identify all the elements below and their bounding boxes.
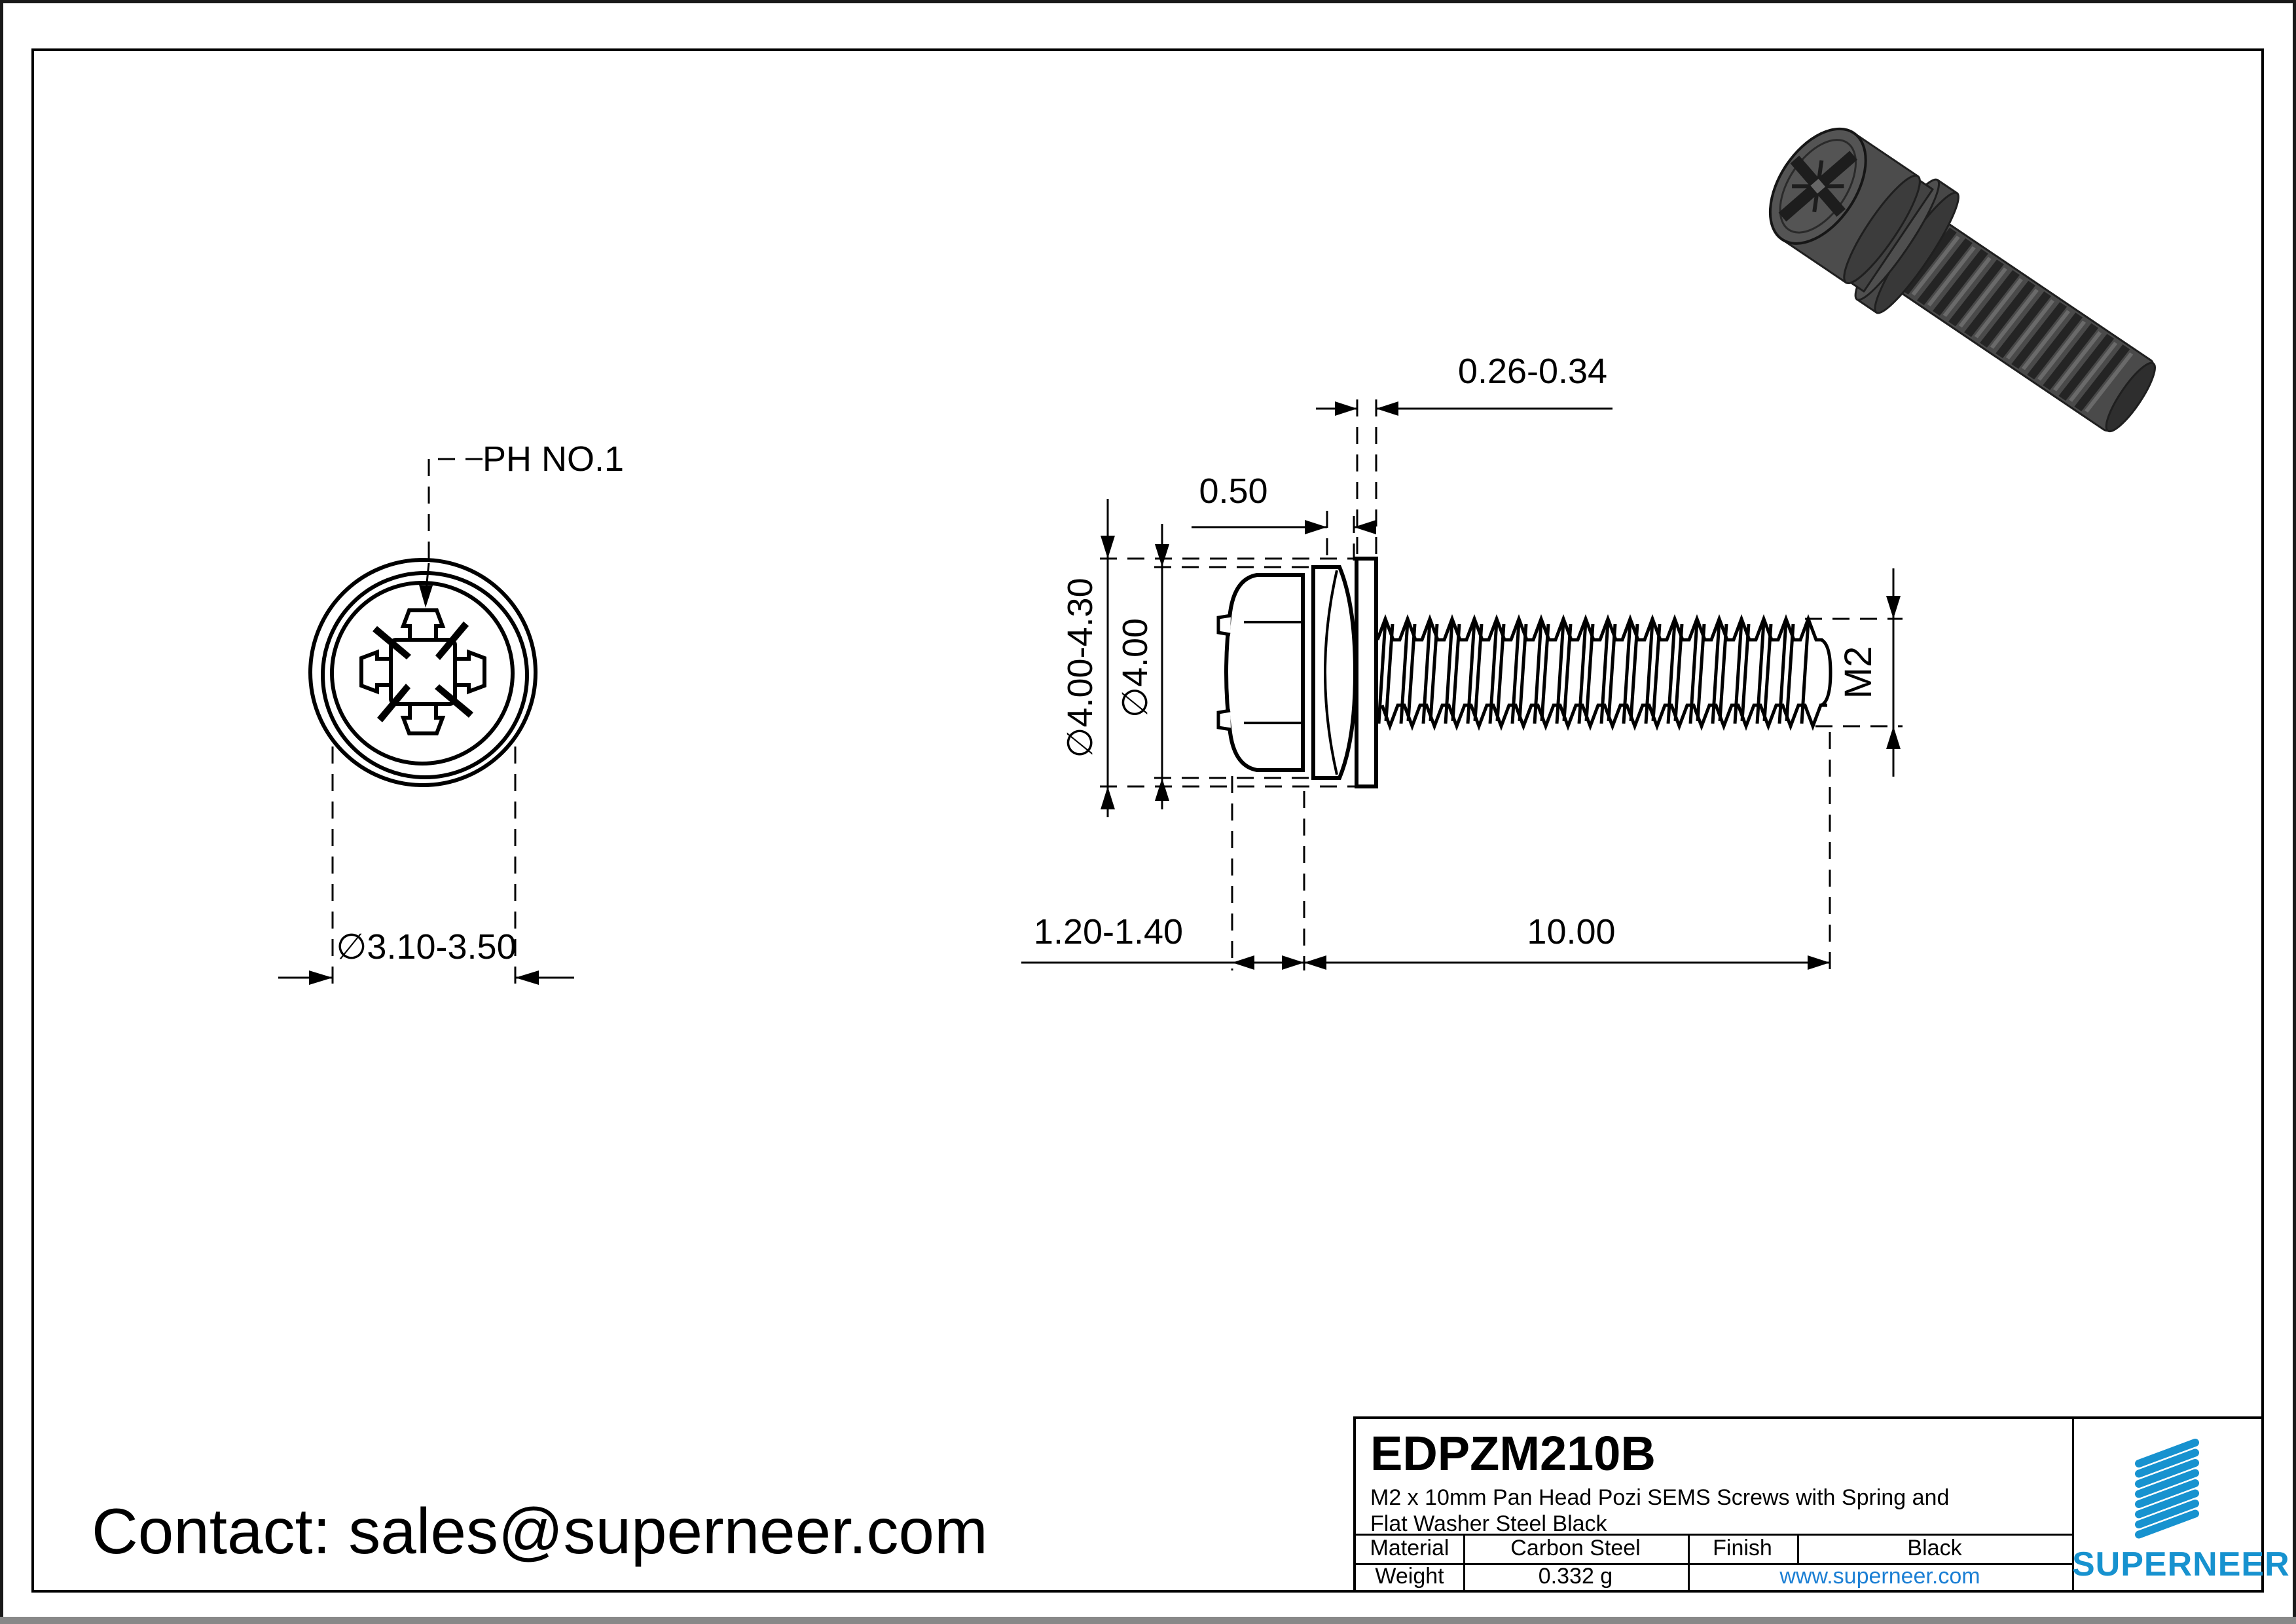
thread-end-cap	[1820, 638, 1832, 707]
contact-line: Contact: sales@superneer.com	[92, 1495, 988, 1567]
part-description-line1: M2 x 10mm Pan Head Pozi SEMS Screws with…	[1370, 1485, 1950, 1510]
side-view	[1216, 557, 1832, 788]
flat-washer-diameter-label: ∅4.00-4.30	[1061, 578, 1100, 758]
dimension-lines	[278, 399, 1903, 986]
spring-washer-circle	[321, 571, 529, 779]
pan-head-profile	[1224, 573, 1305, 772]
superneer-logo-icon	[2135, 1439, 2199, 1539]
thread-length-label: 10.00	[1527, 912, 1615, 951]
head-recess-notch-top	[1216, 614, 1231, 637]
page-bottom-edge	[0, 1617, 2296, 1624]
brand-name: SUPERNEER	[2072, 1545, 2290, 1583]
logo-stripes	[2135, 1439, 2199, 1539]
weight-value: 0.332 g	[1538, 1564, 1613, 1589]
screw-tip-3d	[2105, 361, 2156, 433]
finish-label: Finish	[1713, 1536, 1772, 1560]
flat-washer-circle	[308, 558, 538, 787]
spring-washer-thickness-label: 0.50	[1199, 471, 1267, 511]
part-description-line2: Flat Washer Steel Black	[1370, 1511, 1607, 1536]
part-description: M2 x 10mm Pan Head Pozi SEMS Screws with…	[1370, 1485, 1949, 1537]
spring-washer-profile	[1311, 565, 1358, 780]
material-label: Material	[1370, 1536, 1449, 1560]
spring-washer-diameter-label: ∅4.00	[1116, 618, 1155, 718]
pozi-recess	[361, 608, 484, 733]
head-height-label: 1.20-1.40	[1034, 912, 1183, 951]
pozi-ticks	[373, 621, 473, 722]
head-recess-lines	[1244, 621, 1303, 724]
drive-leader-dashed	[428, 458, 483, 562]
weight-label: Weight	[1375, 1564, 1444, 1589]
flat-washer-thickness-label: 0.26-0.34	[1458, 352, 1607, 391]
part-number: EDPZM210B	[1370, 1426, 1656, 1481]
drive-label: PH NO.1	[483, 439, 624, 479]
screw-3d-render	[1768, 127, 2156, 433]
drawing-frame	[31, 48, 2264, 1593]
material-value: Carbon Steel	[1510, 1536, 1641, 1560]
dimension-texts: PH NO.1 ∅3.10-3.50 0.26-0.34 0.50 ∅4.00-…	[336, 352, 1880, 967]
thread-size-label: M2	[1837, 646, 1880, 699]
finish-value: Black	[1907, 1536, 1962, 1560]
flat-washer-profile	[1355, 557, 1378, 788]
top-view	[308, 558, 538, 787]
website-link[interactable]: www.superneer.com	[1779, 1564, 1980, 1589]
thread-profile	[1376, 614, 1827, 731]
dimension-arrows	[309, 401, 1901, 985]
head-top-diameter-label: ∅3.10-3.50	[336, 927, 516, 967]
drive-leader-solid	[425, 563, 430, 590]
spring-washer-inner-line	[1323, 570, 1338, 775]
title-block: EDPZM210B M2 x 10mm Pan Head Pozi SEMS S…	[1353, 1416, 2290, 1593]
pan-head-circle	[330, 581, 515, 766]
head-recess-notch-bottom	[1216, 709, 1231, 731]
pozi-drive-3d	[1778, 151, 1858, 222]
